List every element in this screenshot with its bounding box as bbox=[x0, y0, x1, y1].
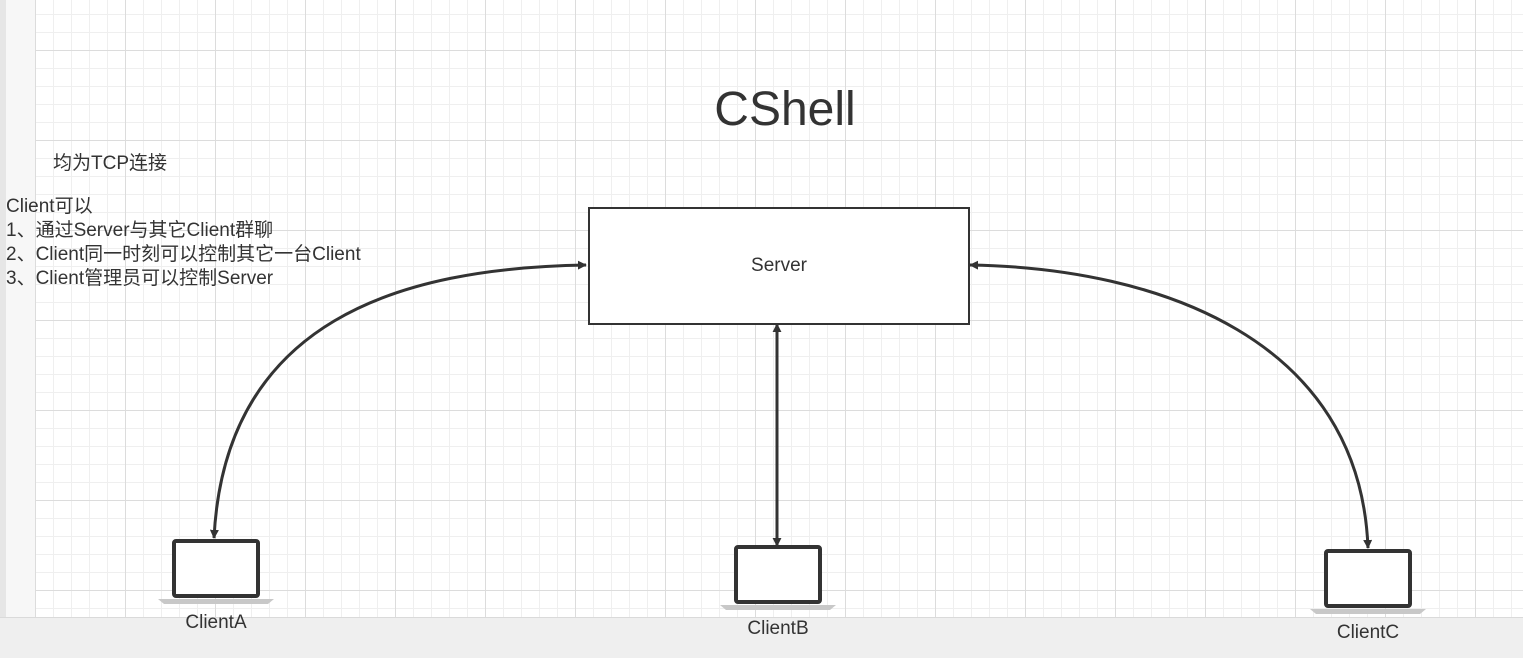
client-node-a[interactable]: ClientA bbox=[156, 539, 276, 635]
client-label: ClientC bbox=[1336, 622, 1400, 643]
bottom-scroll-area[interactable] bbox=[0, 617, 1523, 658]
server-label: Server bbox=[751, 255, 807, 276]
diagram-title[interactable]: CShell bbox=[714, 83, 856, 136]
note-line: 1、通过Server与其它Client群聊 bbox=[6, 220, 274, 241]
laptop-icon bbox=[1310, 549, 1426, 614]
server-node[interactable]: Server bbox=[588, 207, 970, 325]
tcp-note[interactable]: 均为TCP连接 bbox=[53, 153, 168, 174]
laptop-icon bbox=[720, 545, 836, 610]
client-label: ClientA bbox=[185, 612, 247, 633]
laptop-icon bbox=[158, 539, 274, 604]
note-line: Client可以 bbox=[6, 196, 93, 217]
note-line: 2、Client同一时刻可以控制其它一台Client bbox=[6, 244, 361, 265]
client-node-c[interactable]: ClientC bbox=[1308, 549, 1428, 645]
note-line: 3、Client管理员可以控制Server bbox=[6, 268, 274, 289]
canvas-margin bbox=[6, 0, 35, 617]
client-capabilities-note[interactable]: Client可以 1、通过Server与其它Client群聊 2、Client同… bbox=[6, 195, 361, 291]
arrow-server-clientC bbox=[969, 260, 1373, 549]
arrow-server-clientA bbox=[209, 260, 587, 539]
client-label: ClientB bbox=[747, 618, 809, 639]
client-node-b[interactable]: ClientB bbox=[718, 545, 838, 641]
